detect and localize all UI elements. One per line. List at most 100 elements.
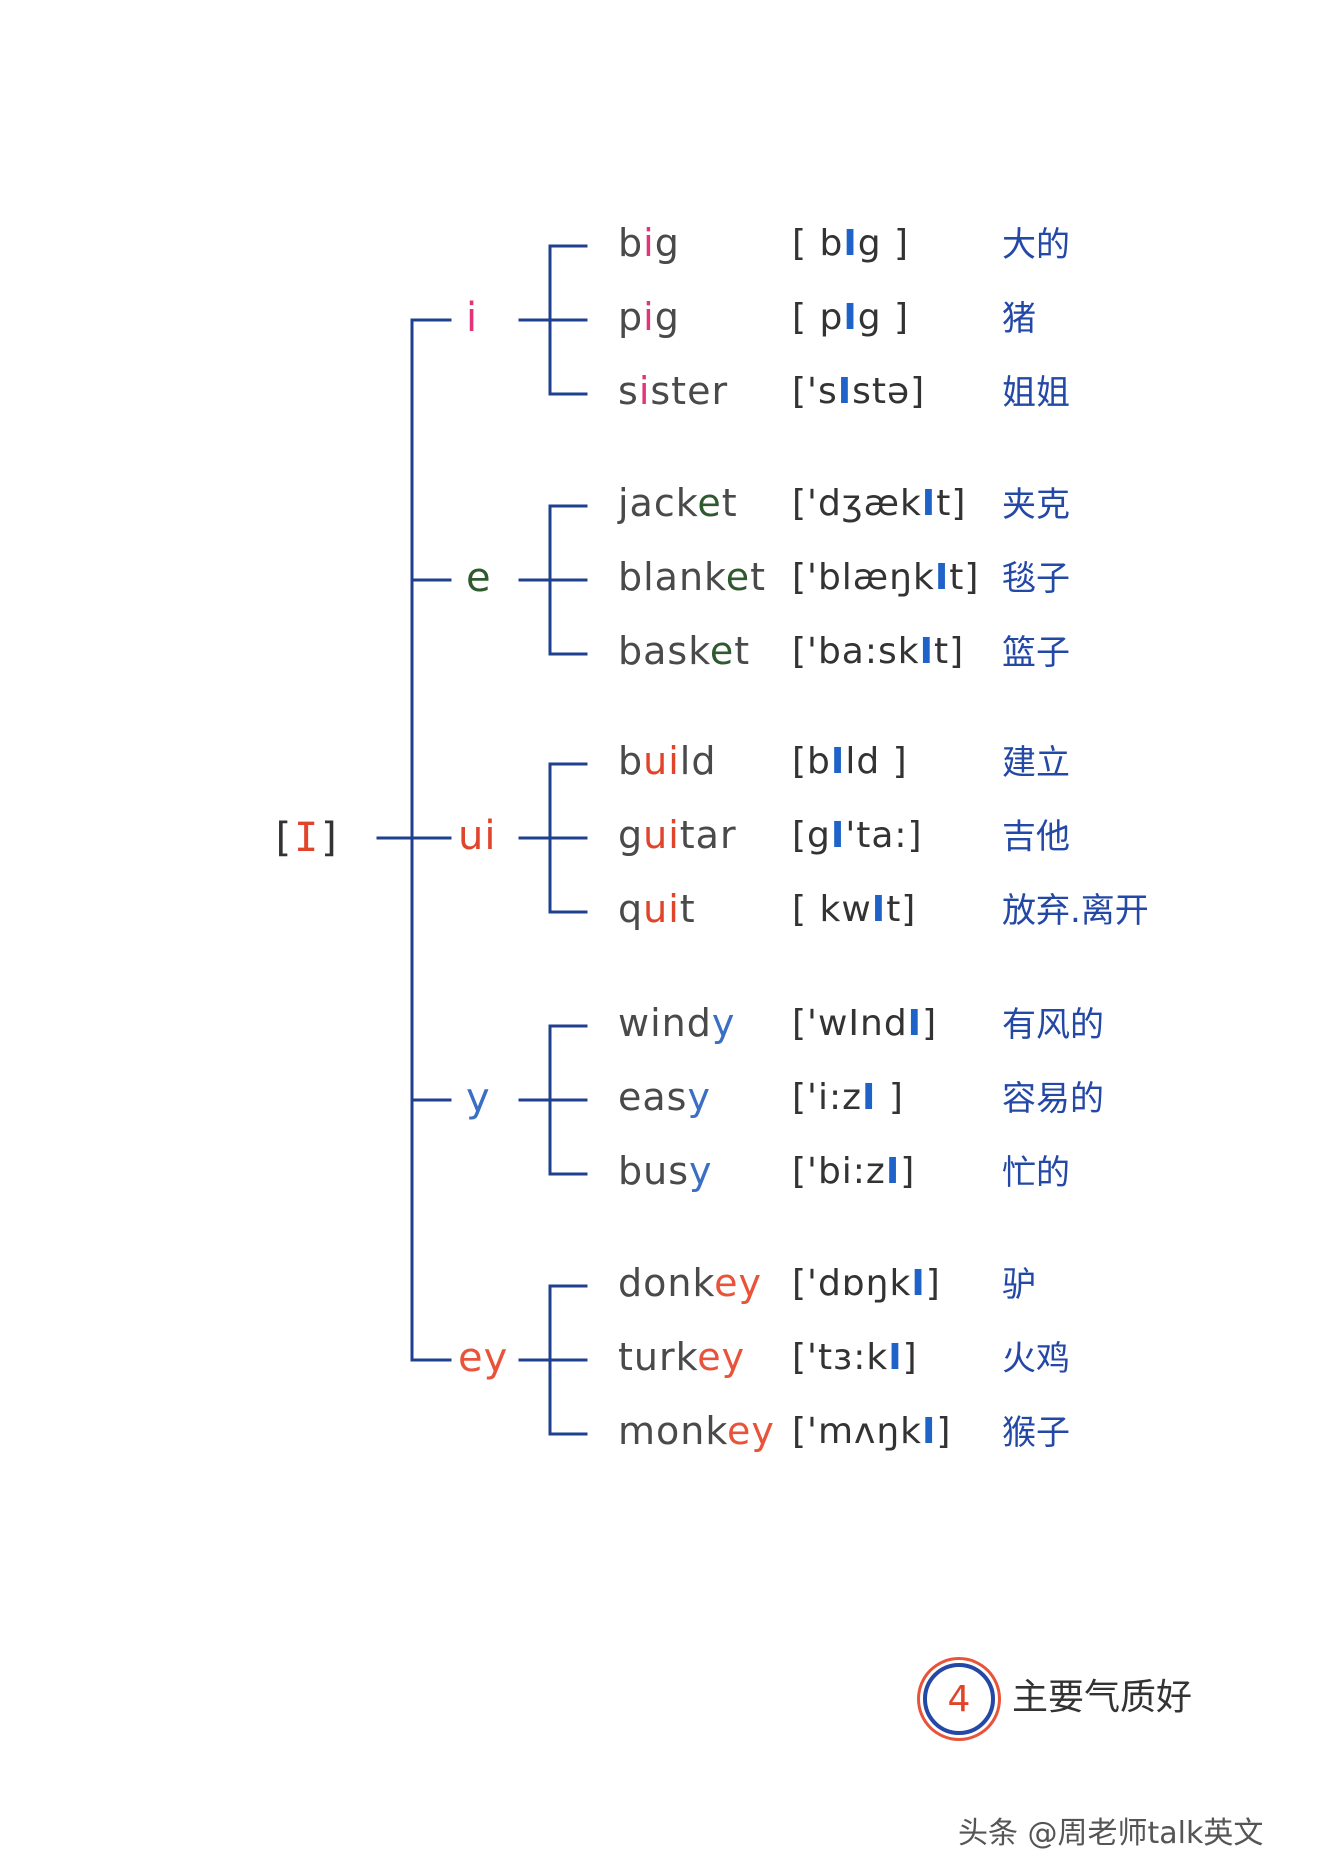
- word-meaning: 猴子: [1002, 1413, 1070, 1453]
- word-part: wind: [618, 1001, 712, 1045]
- ipa-part: ]: [900, 1151, 916, 1192]
- word-highlight: y: [689, 1149, 713, 1193]
- ipa-part: ['blæŋk: [792, 557, 935, 598]
- ipa-part: ]: [876, 1077, 904, 1118]
- ipa-part: ]: [936, 1411, 952, 1452]
- word-phonetic: ['ba:skIt]: [792, 634, 964, 670]
- word-highlight: ey: [727, 1409, 775, 1453]
- ipa-highlight: I: [861, 1077, 877, 1118]
- word-part: g: [618, 813, 644, 857]
- word-meaning: 有风的: [1002, 1005, 1104, 1045]
- word-meaning: 忙的: [1002, 1153, 1070, 1193]
- ipa-highlight: I: [921, 1411, 937, 1452]
- word-phonetic: ['i:zI ]: [792, 1080, 904, 1116]
- word-phonetic: [ bIg ]: [792, 226, 909, 262]
- word-spelling: busy: [618, 1152, 713, 1190]
- word-meaning: 吉他: [1002, 817, 1070, 857]
- group-spelling: y: [466, 1075, 491, 1121]
- word-spelling: easy: [618, 1078, 711, 1116]
- ipa-highlight: I: [934, 557, 950, 598]
- word-phonetic: ['mʌŋkI]: [792, 1414, 951, 1450]
- ipa-part: [ kw: [792, 889, 872, 930]
- word-phonetic: ['bi:zI]: [792, 1154, 915, 1190]
- word-phonetic: ['dɒŋkI]: [792, 1266, 941, 1302]
- word-spelling: turkey: [618, 1338, 745, 1376]
- word-part: tar: [679, 813, 737, 857]
- watermark-credit: 头条 @周老师talk英文: [958, 1816, 1264, 1851]
- group-spelling: ey: [458, 1335, 509, 1381]
- ipa-part: ]: [922, 1003, 938, 1044]
- word-spelling: jacket: [618, 484, 738, 522]
- ipa-highlight: I: [843, 297, 858, 338]
- word-meaning: 建立: [1002, 743, 1070, 783]
- ipa-highlight: I: [907, 1003, 923, 1044]
- word-part: bus: [618, 1149, 690, 1193]
- ipa-highlight: I: [919, 631, 934, 672]
- word-meaning: 姐姐: [1002, 373, 1070, 413]
- root-open-bracket: [: [270, 815, 295, 861]
- root-close-bracket: ]: [318, 815, 343, 861]
- word-part: t: [721, 481, 738, 525]
- word-part: eas: [618, 1075, 688, 1119]
- ipa-part: ['s: [792, 371, 838, 412]
- ipa-part: t]: [936, 483, 967, 524]
- ipa-part: [ p: [792, 297, 844, 338]
- group-spelling: e: [466, 555, 492, 601]
- word-highlight: e: [709, 629, 735, 673]
- word-phonetic: ['blæŋkIt]: [792, 560, 979, 596]
- word-spelling: quit: [618, 890, 696, 928]
- ipa-part: ]: [925, 1263, 941, 1304]
- ipa-part: [b: [792, 741, 831, 782]
- ipa-highlight: I: [871, 889, 887, 930]
- word-phonetic: [ kwIt]: [792, 892, 916, 928]
- ipa-part: ['i:z: [792, 1077, 862, 1118]
- ipa-highlight: I: [921, 483, 937, 524]
- word-part: monk: [618, 1409, 728, 1453]
- word-meaning: 猪: [1002, 299, 1036, 339]
- ipa-part: g ]: [857, 297, 910, 338]
- ipa-part: ['tɜ:k: [792, 1337, 889, 1378]
- ipa-highlight: I: [830, 741, 846, 782]
- page-number: 4: [923, 1663, 995, 1735]
- ipa-part: t]: [886, 889, 917, 930]
- ipa-part: ['ba:sk: [792, 631, 920, 672]
- word-spelling: pig: [618, 298, 680, 336]
- word-part: ld: [679, 739, 717, 783]
- word-spelling: monkey: [618, 1412, 775, 1450]
- word-phonetic: ['wIndI]: [792, 1006, 937, 1042]
- ipa-part: ['bi:z: [792, 1151, 886, 1192]
- ipa-part: ['wInd: [792, 1003, 908, 1044]
- word-spelling: blanket: [618, 558, 766, 596]
- word-highlight: y: [711, 1001, 736, 1045]
- word-highlight: i: [643, 221, 655, 265]
- word-meaning: 驴: [1002, 1265, 1036, 1305]
- word-part: p: [618, 295, 644, 339]
- word-meaning: 容易的: [1002, 1079, 1104, 1119]
- word-phonetic: [ pIg ]: [792, 300, 909, 336]
- ipa-part: ['dʒæk: [792, 483, 922, 524]
- brand-badge: 主要气质好: [1012, 1677, 1193, 1718]
- word-spelling: big: [618, 224, 680, 262]
- ipa-highlight: I: [837, 371, 853, 412]
- word-phonetic: [bIld ]: [792, 744, 908, 780]
- word-part: t: [734, 629, 751, 673]
- word-part: t: [679, 887, 696, 931]
- word-part: blank: [618, 555, 726, 599]
- root-sound: [I]: [270, 818, 342, 858]
- word-spelling: guitar: [618, 816, 737, 854]
- word-meaning: 大的: [1002, 225, 1070, 265]
- word-meaning: 篮子: [1002, 633, 1070, 673]
- group-spelling: i: [466, 295, 479, 341]
- ipa-part: ld ]: [845, 741, 908, 782]
- ipa-highlight: I: [830, 815, 846, 856]
- root-sound-symbol: I: [294, 815, 319, 861]
- word-part: q: [618, 887, 644, 931]
- ipa-part: ]: [902, 1337, 918, 1378]
- word-highlight: ui: [643, 887, 680, 931]
- word-spelling: build: [618, 742, 716, 780]
- word-part: s: [618, 369, 639, 413]
- word-phonetic: [gI'ta:]: [792, 818, 923, 854]
- word-highlight: e: [725, 555, 751, 599]
- word-part: b: [618, 739, 644, 783]
- word-part: ster: [650, 369, 729, 413]
